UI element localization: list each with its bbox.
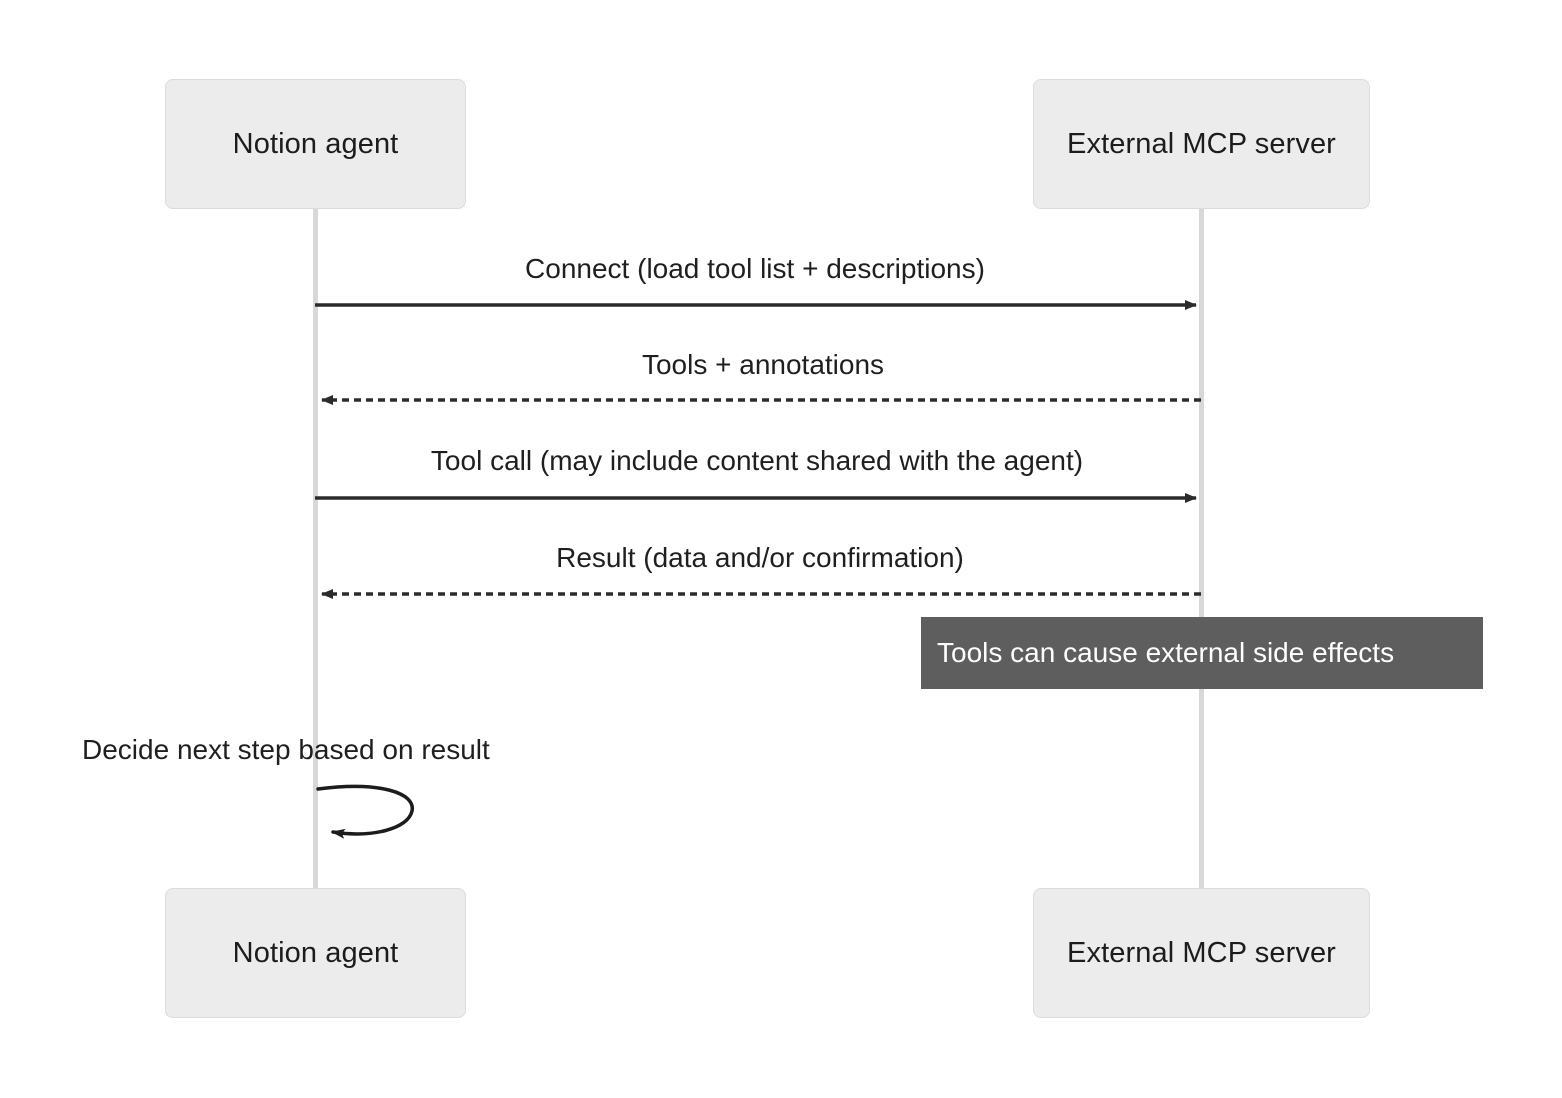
- self-message-arrow-decide-next-step: [316, 784, 414, 839]
- message-label-result: Result (data and/or confirmation): [556, 542, 964, 573]
- participant-box-external-mcp-server-bottom[interactable]: External MCP server: [1033, 888, 1370, 1018]
- message-label-tools-annotations: Tools + annotations: [641, 349, 885, 380]
- participant-box-notion-agent-bottom[interactable]: Notion agent: [165, 888, 466, 1018]
- note-label-side-effects: Tools can cause external side effects: [937, 637, 1395, 668]
- self-message-label-decide-next-step: Decide next step based on result: [82, 734, 490, 765]
- message-label-connect: Connect (load tool list + descriptions): [525, 253, 985, 284]
- participant-label-external-mcp-server-top: External MCP server: [1067, 127, 1336, 160]
- participant-label-external-mcp-server-bottom: External MCP server: [1067, 936, 1336, 969]
- message-label-tool-call: Tool call (may include content shared wi…: [430, 445, 1084, 476]
- participant-box-notion-agent-top[interactable]: Notion agent: [165, 79, 466, 209]
- participant-label-notion-agent-top: Notion agent: [232, 127, 399, 160]
- participant-box-external-mcp-server-top[interactable]: External MCP server: [1033, 79, 1370, 209]
- participant-label-notion-agent-bottom: Notion agent: [232, 936, 399, 969]
- note-box-side-effects: Tools can cause external side effects: [921, 617, 1483, 689]
